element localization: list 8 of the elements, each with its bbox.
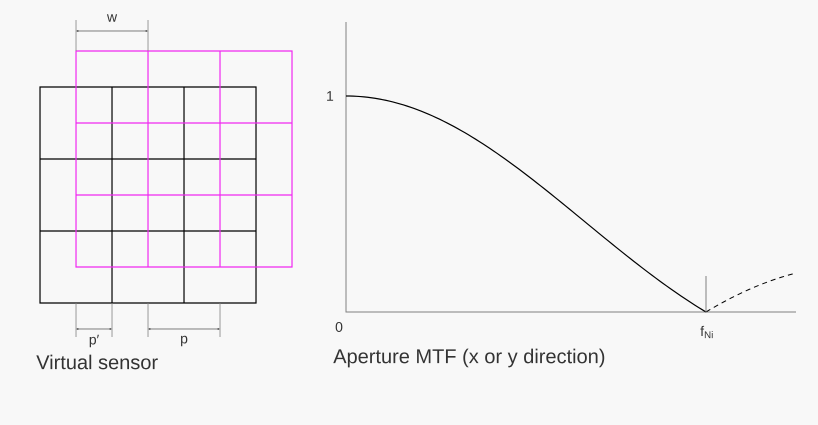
tick-label: f$_{Ni}$ [700,326,713,338]
caption: Aperture MTF (x or y direction) [333,348,604,368]
tick-label: 1 [327,91,334,101]
dimension-label: p′ [90,334,99,348]
dimension-label: w [106,14,118,22]
dimension-label: p [181,336,188,346]
caption: Virtual sensor [36,354,158,370]
tick-label: 0 [336,322,342,332]
